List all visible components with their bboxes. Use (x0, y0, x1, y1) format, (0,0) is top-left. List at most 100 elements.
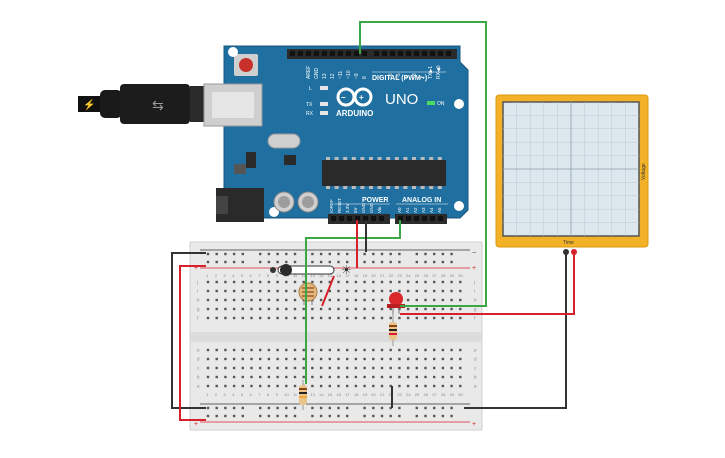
terminal-hole[interactable] (250, 280, 253, 284)
terminal-hole[interactable] (285, 280, 288, 284)
terminal-hole[interactable] (450, 348, 453, 352)
terminal-hole[interactable] (267, 357, 271, 361)
terminal-hole[interactable] (293, 307, 297, 311)
terminal-hole[interactable] (415, 348, 418, 352)
terminal-hole[interactable] (459, 348, 462, 352)
rail-hole[interactable] (441, 406, 445, 410)
terminal-hole[interactable] (450, 366, 453, 370)
wire-red-ldr[interactable] (321, 275, 335, 307)
rail-hole[interactable] (319, 252, 323, 256)
analog-pin[interactable] (406, 216, 411, 221)
rail-hole[interactable] (224, 414, 227, 418)
header-pin[interactable] (414, 51, 419, 56)
terminal-hole[interactable] (380, 357, 384, 361)
terminal-hole[interactable] (372, 298, 375, 302)
terminal-hole[interactable] (424, 366, 427, 370)
terminal-hole[interactable] (215, 366, 218, 370)
rail-hole[interactable] (363, 252, 366, 256)
header-pin[interactable] (382, 51, 387, 56)
terminal-hole[interactable] (267, 289, 271, 293)
terminal-hole[interactable] (459, 384, 462, 388)
terminal-hole[interactable] (276, 375, 279, 379)
terminal-hole[interactable] (459, 316, 462, 320)
terminal-hole[interactable] (267, 316, 271, 320)
terminal-hole[interactable] (276, 357, 279, 361)
terminal-hole[interactable] (415, 316, 418, 320)
terminal-hole[interactable] (241, 348, 244, 352)
terminal-hole[interactable] (259, 316, 262, 320)
terminal-hole[interactable] (398, 316, 401, 320)
rail-hole[interactable] (267, 414, 271, 418)
rail-hole[interactable] (372, 414, 375, 418)
terminal-hole[interactable] (389, 289, 392, 293)
terminal-hole[interactable] (424, 298, 427, 302)
rail-hole[interactable] (215, 414, 218, 418)
usb-cable[interactable]: ⚡ ⇆ (78, 84, 204, 124)
terminal-hole[interactable] (424, 316, 427, 320)
terminal-hole[interactable] (372, 348, 375, 352)
rail-hole[interactable] (267, 260, 271, 264)
terminal-hole[interactable] (293, 316, 297, 320)
rail-hole[interactable] (232, 260, 236, 264)
terminal-hole[interactable] (319, 280, 323, 284)
rail-hole[interactable] (337, 260, 340, 264)
rail-hole[interactable] (319, 414, 323, 418)
terminal-hole[interactable] (433, 316, 436, 320)
rail-hole[interactable] (215, 252, 218, 256)
terminal-hole[interactable] (380, 289, 384, 293)
rail-hole[interactable] (424, 406, 427, 410)
terminal-hole[interactable] (337, 375, 340, 379)
terminal-hole[interactable] (424, 280, 427, 284)
analog-pin[interactable] (438, 216, 443, 221)
terminal-hole[interactable] (389, 280, 392, 284)
terminal-hole[interactable] (380, 316, 384, 320)
terminal-hole[interactable] (433, 384, 436, 388)
terminal-hole[interactable] (293, 298, 297, 302)
power-pin[interactable] (355, 216, 360, 221)
rail-hole[interactable] (450, 252, 453, 256)
terminal-hole[interactable] (276, 307, 279, 311)
terminal-hole[interactable] (363, 375, 366, 379)
terminal-hole[interactable] (363, 289, 366, 293)
rail-hole[interactable] (267, 252, 271, 256)
terminal-hole[interactable] (285, 307, 288, 311)
terminal-hole[interactable] (241, 316, 244, 320)
terminal-hole[interactable] (241, 289, 244, 293)
header-pin[interactable] (338, 51, 343, 56)
terminal-hole[interactable] (302, 307, 305, 311)
header-pin[interactable] (398, 51, 403, 56)
terminal-hole[interactable] (398, 375, 401, 379)
terminal-hole[interactable] (215, 307, 218, 311)
terminal-hole[interactable] (328, 366, 331, 370)
rail-hole[interactable] (241, 414, 244, 418)
terminal-hole[interactable] (441, 316, 445, 320)
terminal-hole[interactable] (206, 307, 210, 311)
terminal-hole[interactable] (406, 280, 410, 284)
rail-hole[interactable] (415, 414, 418, 418)
terminal-hole[interactable] (250, 384, 253, 388)
terminal-hole[interactable] (259, 384, 262, 388)
terminal-hole[interactable] (328, 348, 331, 352)
terminal-hole[interactable] (276, 384, 279, 388)
terminal-hole[interactable] (346, 289, 349, 293)
terminal-hole[interactable] (372, 307, 375, 311)
resistor-pulldown[interactable] (299, 380, 307, 410)
terminal-hole[interactable] (372, 366, 375, 370)
rail-hole[interactable] (380, 260, 384, 264)
terminal-hole[interactable] (259, 375, 262, 379)
terminal-hole[interactable] (380, 384, 384, 388)
terminal-hole[interactable] (424, 384, 427, 388)
terminal-hole[interactable] (337, 357, 340, 361)
terminal-hole[interactable] (380, 307, 384, 311)
terminal-hole[interactable] (224, 280, 227, 284)
terminal-hole[interactable] (311, 366, 314, 370)
terminal-hole[interactable] (206, 280, 210, 284)
terminal-hole[interactable] (354, 366, 358, 370)
terminal-hole[interactable] (441, 289, 445, 293)
terminal-hole[interactable] (215, 357, 218, 361)
rail-hole[interactable] (415, 260, 418, 264)
terminal-hole[interactable] (363, 298, 366, 302)
power-pin[interactable] (379, 216, 384, 221)
terminal-hole[interactable] (215, 298, 218, 302)
terminal-hole[interactable] (406, 348, 410, 352)
